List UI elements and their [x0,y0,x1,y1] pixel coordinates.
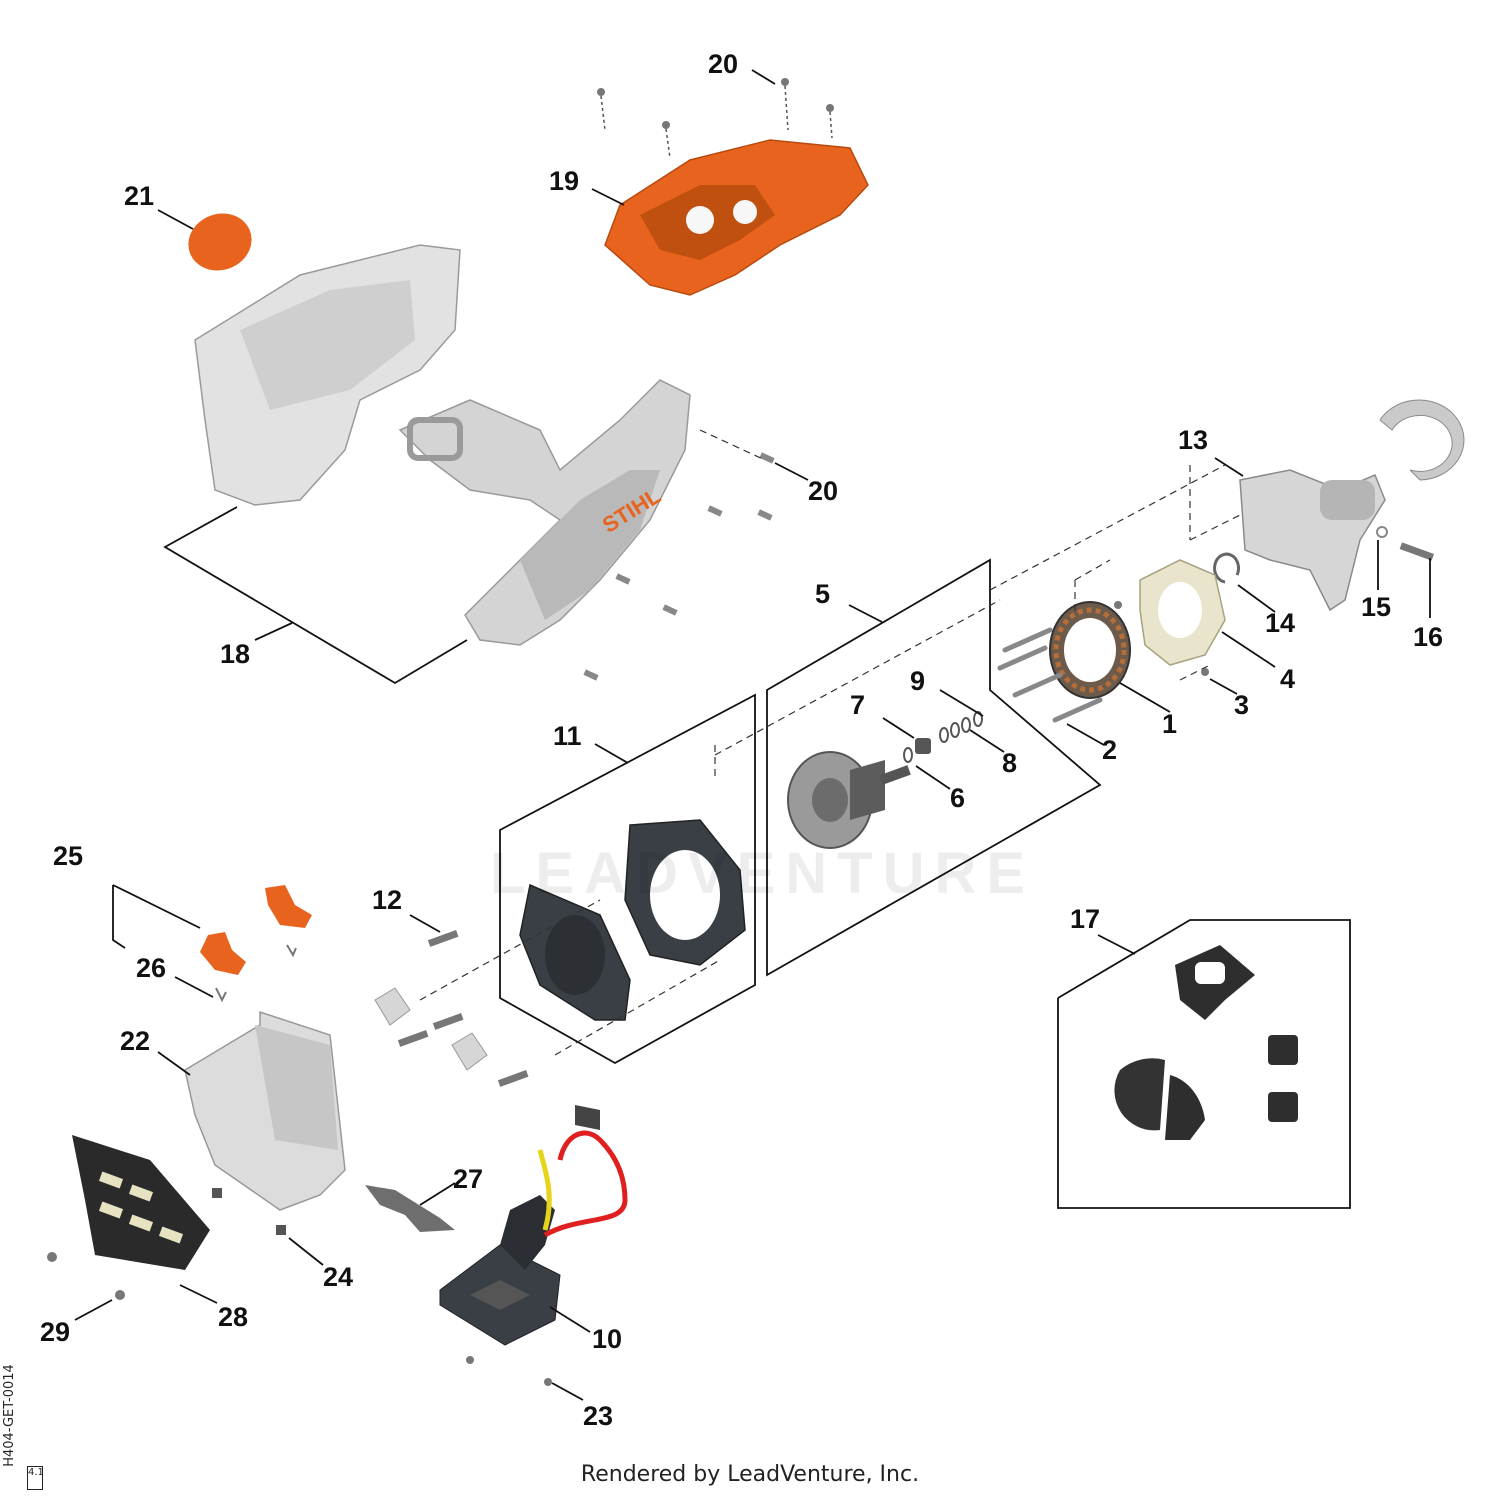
part-16-bolt [1399,542,1435,561]
part-7-bearing [915,738,931,754]
part-29-screws [47,1252,125,1300]
part-8-9-shims [939,711,983,743]
part-23-screws [466,1356,552,1386]
callout-20-side: 20 [808,476,838,506]
leader-lines [74,69,1431,1401]
part-15-washer [1376,526,1388,538]
callout-26: 26 [136,953,166,983]
callout-3: 3 [1234,690,1249,720]
part-12-screws [374,930,529,1087]
callout-27: 27 [453,1164,483,1194]
callout-18: 18 [220,639,250,669]
callout-8: 8 [1002,748,1017,778]
callout-24: 24 [323,1262,353,1292]
part-4-brush-plate [1139,559,1226,666]
callout-29: 29 [40,1317,70,1347]
part-5-rotor [787,751,911,849]
part-25-latch [200,885,312,975]
callout-22: 22 [120,1026,150,1056]
callout-12: 12 [372,885,402,915]
part-17-kit-contents [1114,945,1298,1140]
part-20-screws-top [597,78,834,159]
revision-box: 4.1 [27,1466,44,1490]
part-14-circlip [1213,552,1241,584]
callout-11: 11 [553,721,582,751]
callout-17: 17 [1070,904,1100,934]
part-19-top-cover [604,139,869,296]
part-22-battery-compartment [184,1010,346,1211]
assembly-lines [112,429,1351,1209]
part-6-washer [903,747,913,763]
callout-7: 7 [850,690,865,720]
callout-10: 10 [592,1324,622,1354]
part-3-screw [1114,601,1209,676]
callout-9: 9 [910,666,925,696]
part-21-cover-disc [188,213,252,271]
part-26-spring [215,944,297,1003]
part-1-stator [1049,601,1131,699]
callout-19: 19 [549,166,579,196]
callout-16: 16 [1413,622,1443,652]
part-20-screws-side [583,452,775,681]
callout-14: 14 [1265,608,1295,638]
footer-credit: Rendered by LeadVenture, Inc. [580,1462,920,1487]
part-10-wiring-switch [439,1105,628,1346]
callout-23: 23 [583,1401,613,1431]
callout-25: 25 [53,841,83,871]
callout-20-top: 20 [708,49,738,79]
drawing-id: H404-GET-0014 [1,1364,17,1467]
part-24-pads [212,1188,286,1235]
callout-21: 21 [124,181,154,211]
part-27-contact-clip [365,1185,455,1232]
part-2-long-screws [997,627,1103,723]
callout-4: 4 [1280,664,1295,694]
callout-6: 6 [950,783,965,813]
part-28-grille [72,1135,210,1270]
callout-5: 5 [815,579,830,609]
callout-13: 13 [1178,425,1208,455]
part-13-gear-housing [1239,399,1465,612]
callout-labels: 1 2 3 4 5 6 7 8 9 10 11 12 13 14 15 16 1… [40,49,1443,1431]
callout-28: 28 [218,1302,248,1332]
callout-15: 15 [1361,592,1391,622]
callout-1: 1 [1162,709,1177,739]
part-11-fan-housing [519,819,746,1021]
watermark: LEADVENTURE [490,841,1036,906]
part-18-housing-shell: STIHL [194,244,691,646]
callout-2: 2 [1102,735,1117,765]
